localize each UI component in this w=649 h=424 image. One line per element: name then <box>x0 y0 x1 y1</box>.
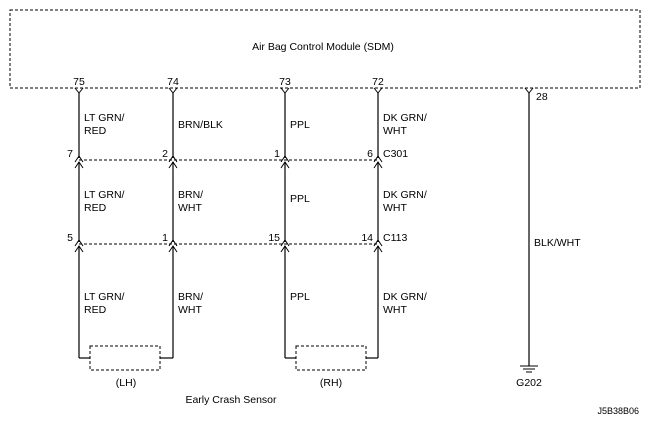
upper-color-1b: RED <box>84 125 107 137</box>
module-pin-4: 72 <box>372 76 384 88</box>
module-terminal-3 <box>280 87 290 94</box>
upper-color-1a: LT GRN/ <box>84 112 125 124</box>
c113-pin-1: 5 <box>67 232 73 244</box>
module-terminal-ground <box>524 87 534 94</box>
mid-color-4b: WHT <box>383 202 407 214</box>
sensor-lh-label: (LH) <box>116 377 136 389</box>
sdm-module-box <box>9 9 641 89</box>
ground-name: G202 <box>516 377 542 389</box>
mid-color-4a: DK GRN/ <box>383 189 427 201</box>
mid-color-2b: WHT <box>178 202 202 214</box>
c301-pin-1: 7 <box>67 148 73 160</box>
upper-color-4a: DK GRN/ <box>383 112 427 124</box>
c113-lower-terminal-4 <box>373 245 383 253</box>
c113-terminal-1 <box>74 239 84 247</box>
c301-pin-4: 6 <box>367 148 373 160</box>
mid-color-1a: LT GRN/ <box>84 189 125 201</box>
module-pin-3: 73 <box>279 76 291 88</box>
lower-color-4a: DK GRN/ <box>383 291 427 303</box>
lower-color-3a: PPL <box>290 291 310 303</box>
module-pin-1: 75 <box>73 76 85 88</box>
c301-lower-terminal-2 <box>168 161 178 169</box>
diagram-code: J5B38B06 <box>597 406 639 416</box>
mid-color-2a: BRN/ <box>178 189 203 201</box>
module-terminal-4 <box>373 87 383 94</box>
c113-terminal-2 <box>168 239 178 247</box>
c113-pin-4: 14 <box>361 232 373 244</box>
c301-terminal-2 <box>168 155 178 163</box>
mid-color-3a: PPL <box>290 193 310 205</box>
module-terminal-1 <box>74 87 84 94</box>
ground-wire-color: BLK/WHT <box>534 237 581 249</box>
c301-label: C301 <box>383 148 408 160</box>
lower-color-1b: RED <box>84 304 107 316</box>
lower-color-2b: WHT <box>178 304 202 316</box>
c113-lower-terminal-3 <box>280 245 290 253</box>
upper-color-4b: WHT <box>383 125 407 137</box>
module-pin-2: 74 <box>167 76 179 88</box>
c301-lower-terminal-3 <box>280 161 290 169</box>
sdm-module-title: Air Bag Control Module (SDM) <box>252 41 394 53</box>
c301-pin-3: 1 <box>274 148 280 160</box>
c301-lower-terminal-1 <box>74 161 84 169</box>
sensor-lh-box <box>89 345 161 371</box>
lower-color-1a: LT GRN/ <box>84 291 125 303</box>
c301-lower-terminal-4 <box>373 161 383 169</box>
c301-pin-2: 2 <box>162 148 168 160</box>
sensor-rh-box <box>295 345 367 371</box>
c301-terminal-4 <box>373 155 383 163</box>
lower-color-4b: WHT <box>383 304 407 316</box>
mid-color-1b: RED <box>84 202 107 214</box>
c113-lower-terminal-1 <box>74 245 84 253</box>
sensor-title: Early Crash Sensor <box>185 394 277 406</box>
c113-terminal-3 <box>280 239 290 247</box>
sensor-rh-label: (RH) <box>320 377 342 389</box>
c113-pin-3: 15 <box>268 232 280 244</box>
upper-color-3a: PPL <box>290 119 310 131</box>
c113-label: C113 <box>383 232 407 244</box>
ground-pin: 28 <box>536 91 548 103</box>
c113-lower-terminal-2 <box>168 245 178 253</box>
c301-terminal-3 <box>280 155 290 163</box>
lower-color-2a: BRN/ <box>178 291 203 303</box>
upper-color-2a: BRN/BLK <box>178 119 223 131</box>
c113-pin-2: 1 <box>162 232 168 244</box>
module-terminal-2 <box>168 87 178 94</box>
c113-terminal-4 <box>373 239 383 247</box>
c301-terminal-1 <box>74 155 84 163</box>
